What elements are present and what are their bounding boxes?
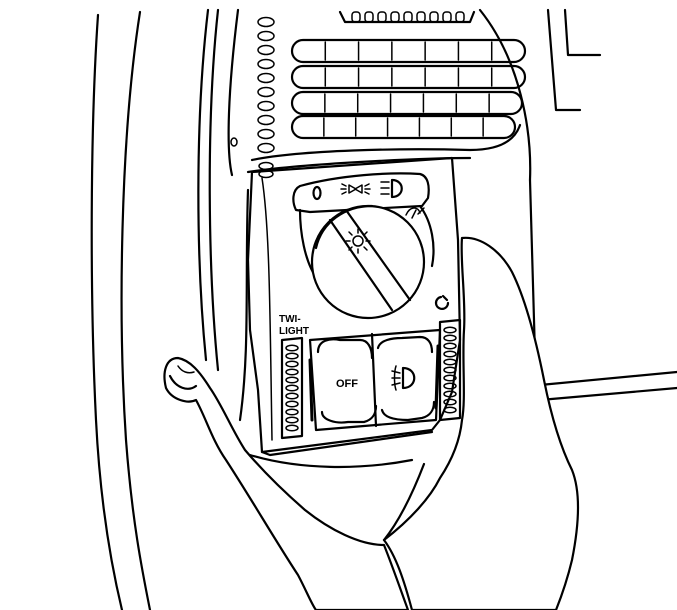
vent-slot bbox=[364, 11, 374, 23]
headlamp-rotary-switch bbox=[292, 172, 435, 320]
fog-lamp-icon bbox=[391, 365, 416, 391]
twilight-delay-thumbwheel bbox=[280, 336, 314, 440]
vent-hole bbox=[257, 58, 275, 70]
vent-slot bbox=[351, 11, 361, 23]
thumbwheel-rib bbox=[285, 384, 299, 392]
off-button-label: OFF bbox=[336, 378, 358, 390]
vent-slot bbox=[377, 11, 387, 23]
vent-louver bbox=[290, 38, 527, 64]
vent-hole bbox=[257, 100, 275, 112]
thumbwheel-rib bbox=[285, 360, 299, 368]
vent-louver bbox=[290, 64, 527, 90]
thumbwheel-rib bbox=[443, 390, 457, 398]
panel-dimmer-icon bbox=[345, 228, 371, 254]
air-vent bbox=[230, 10, 527, 174]
thumbwheel-rib bbox=[285, 392, 299, 400]
twilight-label-line2: LIGHT bbox=[279, 326, 309, 337]
thumbwheel-housing bbox=[280, 336, 304, 440]
dimmer-scale-bar bbox=[308, 358, 314, 422]
twilight-sentinel-icon bbox=[434, 294, 450, 310]
vent-slot bbox=[442, 11, 452, 23]
thumbwheel-rib bbox=[443, 398, 457, 406]
thumbwheel-rib bbox=[443, 382, 457, 390]
thumbwheel-rib bbox=[285, 376, 299, 384]
vent-hole bbox=[257, 44, 275, 56]
thumbwheel-rib bbox=[285, 400, 299, 408]
vent-slot bbox=[416, 11, 426, 23]
vent-slot bbox=[403, 11, 413, 23]
thumbwheel-rib bbox=[443, 342, 457, 350]
vent-hole bbox=[257, 142, 275, 154]
vent-slot bbox=[429, 11, 439, 23]
switch-bezel bbox=[238, 156, 462, 457]
vent-slot bbox=[390, 11, 400, 23]
interior-light-icon bbox=[405, 207, 425, 219]
vent-hole bbox=[257, 128, 275, 140]
vent-hole bbox=[257, 16, 275, 28]
parking-light-icon bbox=[312, 185, 322, 201]
thumbwheel-rib bbox=[443, 334, 457, 342]
thumbwheel-rib bbox=[443, 366, 457, 374]
thumbwheel-rib bbox=[285, 368, 299, 376]
fog-lamp-switch: OFF bbox=[308, 328, 442, 432]
vent-slot bbox=[455, 11, 465, 23]
switch-knob-grip bbox=[328, 208, 412, 312]
thumbwheel-rib bbox=[443, 350, 457, 358]
low-beam-icon bbox=[340, 183, 371, 195]
thumbwheel-rib bbox=[285, 416, 299, 424]
thumbwheel-rib bbox=[285, 424, 299, 432]
thumbwheel-rib bbox=[443, 326, 457, 334]
vent-side-holes bbox=[257, 16, 275, 179]
right-hand bbox=[248, 236, 580, 610]
thumbwheel-rib bbox=[443, 358, 457, 366]
vent-hole bbox=[257, 30, 275, 42]
thumbwheel-rib bbox=[285, 352, 299, 360]
thumbwheel-rib bbox=[285, 344, 299, 352]
vent-louver bbox=[290, 114, 517, 140]
vent-hole bbox=[257, 72, 275, 84]
headlamp-icon bbox=[380, 178, 403, 199]
vent-hole bbox=[257, 114, 275, 126]
thumbwheel-rib bbox=[443, 374, 457, 382]
left-hand bbox=[163, 356, 410, 610]
thumbwheel-housing bbox=[438, 318, 462, 422]
twilight-label-line1: TWI- bbox=[279, 314, 301, 325]
thumbwheel-rib bbox=[285, 408, 299, 416]
thumbwheel-rib bbox=[443, 406, 457, 414]
door-seal-curves bbox=[90, 8, 240, 610]
vent-louver bbox=[290, 90, 524, 116]
vent-hole bbox=[257, 86, 275, 98]
